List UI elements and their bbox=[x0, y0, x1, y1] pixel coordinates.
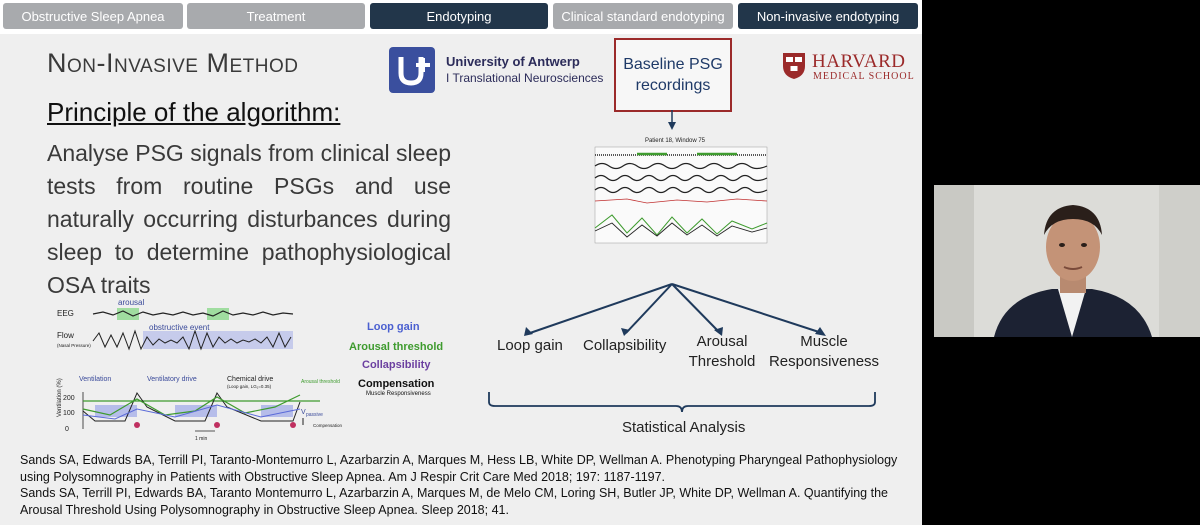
passive-label: passive bbox=[306, 412, 323, 418]
trait-arousal-threshold: Arousal Threshold bbox=[688, 333, 756, 370]
reference-2: Sands SA, Terrill PI, Edwards BA, Tarant… bbox=[20, 486, 888, 517]
university-of-antwerp-logo bbox=[389, 47, 435, 93]
reference-1: Sands SA, Edwards BA, Terrill PI, Tarant… bbox=[20, 453, 898, 484]
ventilation-label: Ventilation bbox=[79, 376, 111, 383]
flow-label: Flow bbox=[57, 331, 74, 340]
antwerp-department: I Translational Neurosciences bbox=[446, 71, 604, 85]
time-scale-label: 1 min bbox=[195, 436, 207, 442]
y-tick-200: 200 bbox=[63, 395, 75, 402]
chemical-drive-sub: (Loop gain, LG₁=0.35) bbox=[227, 384, 272, 389]
legend-loop-gain: Loop gain bbox=[367, 321, 420, 333]
chemical-drive-label: Chemical drive bbox=[227, 376, 273, 383]
baseline-psg-box: Baseline PSG recordings bbox=[614, 38, 732, 112]
antwerp-name: University of Antwerp bbox=[446, 54, 580, 69]
legend-arousal-threshold: Arousal threshold bbox=[349, 341, 444, 353]
ventilation-figure: EEG arousal Flow (Nasal Pressure) obstru… bbox=[57, 298, 343, 442]
tab-non-invasive-endotyping[interactable]: Non-invasive endotyping bbox=[738, 3, 918, 29]
slide-subtitle: Principle of the algorithm: bbox=[47, 97, 341, 127]
trait-collapsibility: Collapsibility bbox=[583, 337, 667, 354]
harvard-subtitle: MEDICAL SCHOOL bbox=[813, 71, 915, 82]
harvard-shield-icon bbox=[783, 53, 805, 79]
section-nav: Obstructive Sleep Apnea Treatment Endoty… bbox=[0, 0, 922, 34]
compensation-mini-label: Compensation bbox=[313, 423, 343, 428]
tab-obstructive-sleep-apnea[interactable]: Obstructive Sleep Apnea bbox=[3, 3, 183, 29]
y-tick-0: 0 bbox=[65, 426, 69, 433]
obstructive-event-label: obstructive event bbox=[149, 323, 210, 332]
arousal-threshold-mini: Arousal threshold bbox=[301, 379, 340, 385]
trait-loop-gain: Loop gain bbox=[497, 337, 563, 354]
legend-compensation: Compensation bbox=[358, 378, 435, 390]
y-tick-100: 100 bbox=[63, 410, 75, 417]
speaker-portrait bbox=[934, 185, 1200, 337]
ventilatory-drive-label: Ventilatory drive bbox=[147, 376, 197, 383]
psg-plot-title: Patient 18, Window 75 bbox=[645, 138, 706, 144]
legend-collapsibility: Collapsibility bbox=[362, 359, 431, 371]
psg-box-line2: recordings bbox=[635, 77, 711, 94]
tab-endotyping[interactable]: Endotyping bbox=[370, 3, 548, 29]
legend-muscle-responsiveness: Muscle Responsiveness bbox=[366, 391, 431, 397]
v-passive-label: V bbox=[301, 409, 306, 416]
arousal-label: arousal bbox=[118, 298, 144, 307]
trait-muscle-responsiveness: Muscle Responsiveness bbox=[768, 333, 880, 370]
y-axis-label: Ventilation (%) bbox=[57, 378, 63, 417]
flow-sub-label: (Nasal Pressure) bbox=[57, 343, 91, 348]
tab-treatment[interactable]: Treatment bbox=[187, 3, 365, 29]
references: Sands SA, Edwards BA, Terrill PI, Tarant… bbox=[20, 452, 915, 518]
statistical-analysis-label: Statistical Analysis bbox=[622, 419, 746, 436]
speaker-video-feed bbox=[934, 185, 1200, 337]
flow-connectors bbox=[488, 110, 876, 413]
presentation-slide: Obstructive Sleep Apnea Treatment Endoty… bbox=[0, 0, 922, 525]
psg-recording-plot: Patient 18, Window 75 bbox=[594, 138, 768, 244]
psg-box-line1: Baseline PSG bbox=[623, 56, 723, 73]
slide-title: Non-Invasive Method bbox=[47, 48, 299, 78]
harvard-name: HARVARD bbox=[812, 51, 906, 72]
slide-body-text: Analyse PSG signals from clinical sleep … bbox=[47, 140, 451, 298]
eeg-label: EEG bbox=[57, 309, 74, 318]
tab-clinical-standard-endotyping[interactable]: Clinical standard endotyping bbox=[553, 3, 733, 29]
